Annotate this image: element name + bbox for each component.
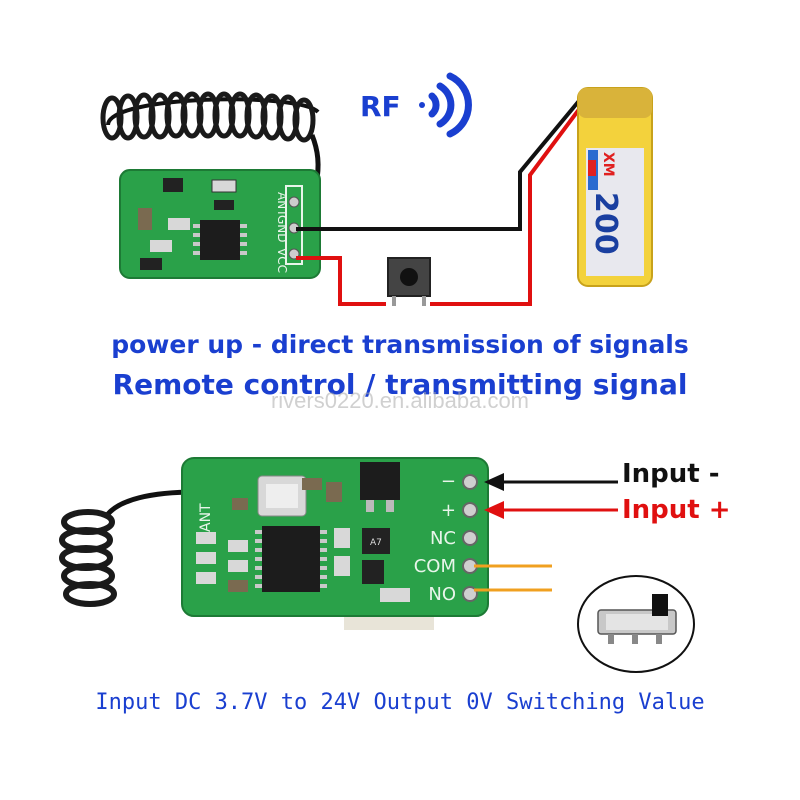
transmitter-board: ANT GND VCC bbox=[119, 169, 321, 279]
board-ant-label: ANT bbox=[198, 503, 214, 532]
bottom-caption: Input DC 3.7V to 24V Output 0V Switching… bbox=[95, 690, 705, 715]
pin-label-minus: − bbox=[441, 471, 456, 492]
rf-waves-icon bbox=[419, 72, 472, 138]
input-minus-arrow bbox=[484, 473, 618, 491]
input-plus-arrow bbox=[484, 501, 618, 519]
pin-label-nc: NC bbox=[430, 528, 456, 549]
watermark: rivers0220.en.alibaba.com bbox=[270, 388, 530, 413]
pin-label-plus: + bbox=[441, 500, 456, 521]
caption-remote-control: Remote control / transmitting signal bbox=[112, 368, 688, 401]
lipo-battery: 200 XM bbox=[577, 87, 653, 287]
input-minus-label: Input - bbox=[622, 459, 720, 489]
output-wires bbox=[474, 564, 552, 592]
pin-label-com: COM bbox=[414, 556, 456, 577]
battery-capacity: 200 bbox=[588, 192, 623, 255]
caption-power-up: power up - direct transmission of signal… bbox=[111, 330, 689, 359]
rf-label: RF bbox=[360, 90, 401, 123]
regulator-marking: A7 bbox=[370, 538, 382, 548]
input-plus-label: Input + bbox=[622, 495, 731, 525]
push-button-switch bbox=[387, 257, 431, 306]
pin-label-no: NO bbox=[428, 584, 456, 605]
top-wires bbox=[296, 88, 594, 306]
slide-switch-icon bbox=[577, 575, 695, 673]
coiled-antenna-top bbox=[100, 91, 321, 186]
battery-brand: XM bbox=[600, 152, 616, 177]
receiver-board: A7 ANT − + NC COM NO bbox=[181, 457, 489, 630]
coiled-antenna-bottom bbox=[59, 489, 197, 607]
